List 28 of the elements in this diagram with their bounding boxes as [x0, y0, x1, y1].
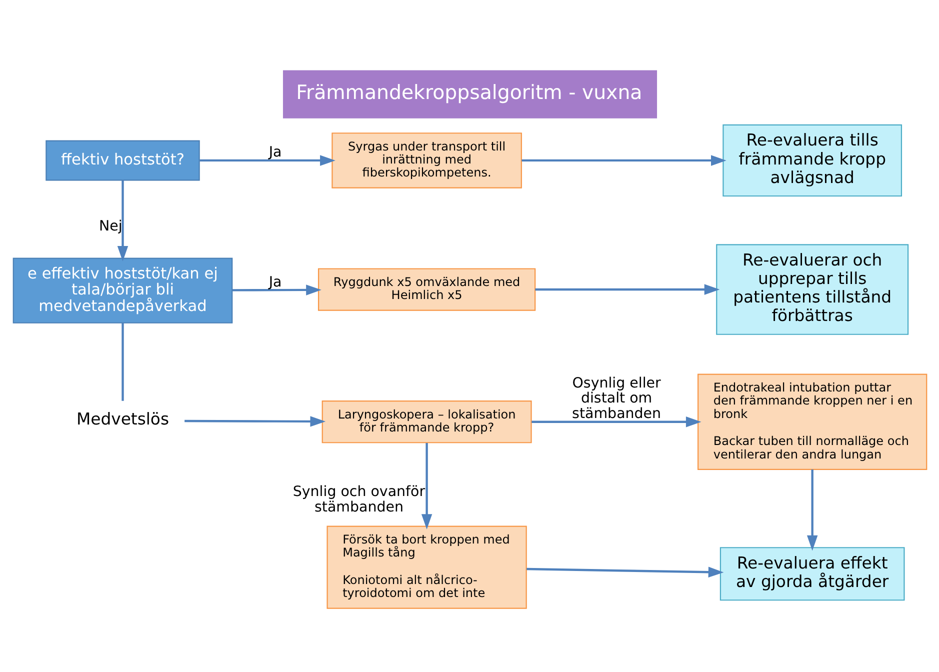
diagram-title: Främmandekroppsalgoritm - vuxna: [296, 81, 642, 104]
node-text: Medvetslös: [76, 410, 169, 429]
arrow: [199, 155, 335, 166]
node-box: Ryggdunk x5 omväxlande med Heimlich x5: [317, 268, 536, 311]
node-box: Endotrakeal intubation puttar den främmande kroppen ner i en bronk Backar tuben till normalläge och ventilerar den andra lungan: [697, 374, 927, 470]
node-box: Re-evaluera tills främmande kropp avlägsnad: [722, 124, 902, 197]
node-box: Försök ta bort kroppen med Magills tång Koniotomi alt nålcrico-tyroidotomi om det inte: [326, 526, 526, 609]
edge-label: Ja: [268, 274, 282, 291]
arrow: [116, 180, 128, 262]
edge-label: Synlig och ovanför stämbanden: [292, 484, 425, 516]
node-box: Laryngoskopera – lokalisation för främmande kropp?: [321, 400, 532, 444]
connector: [121, 322, 124, 401]
edge-label: Osynlig eller distalt om stämbanden: [572, 375, 661, 422]
arrow: [232, 284, 321, 296]
node-box: Syrgas under transport till inrättning med fiberskopikompetens.: [331, 132, 522, 188]
arrow: [806, 469, 818, 551]
arrow: [521, 155, 726, 166]
arrow: [534, 284, 720, 295]
edge-label: Ja: [268, 144, 282, 161]
edge-label: Nej: [98, 218, 122, 234]
node-box: ffektiv hoststöt?: [45, 140, 200, 181]
node-box: Re-evaluerar och upprepar tills patientens tillstånd förbättras: [716, 244, 908, 335]
node-box: Re-evaluera effekt av gjorda åtgärder: [719, 547, 904, 601]
node-box: e effektiv hoststöt/kan ej tala/börjar bli medvetandepåverkad: [12, 258, 232, 324]
arrow: [531, 416, 701, 428]
arrow: [526, 566, 724, 578]
arrow: [184, 416, 326, 427]
arrow: [420, 443, 432, 530]
